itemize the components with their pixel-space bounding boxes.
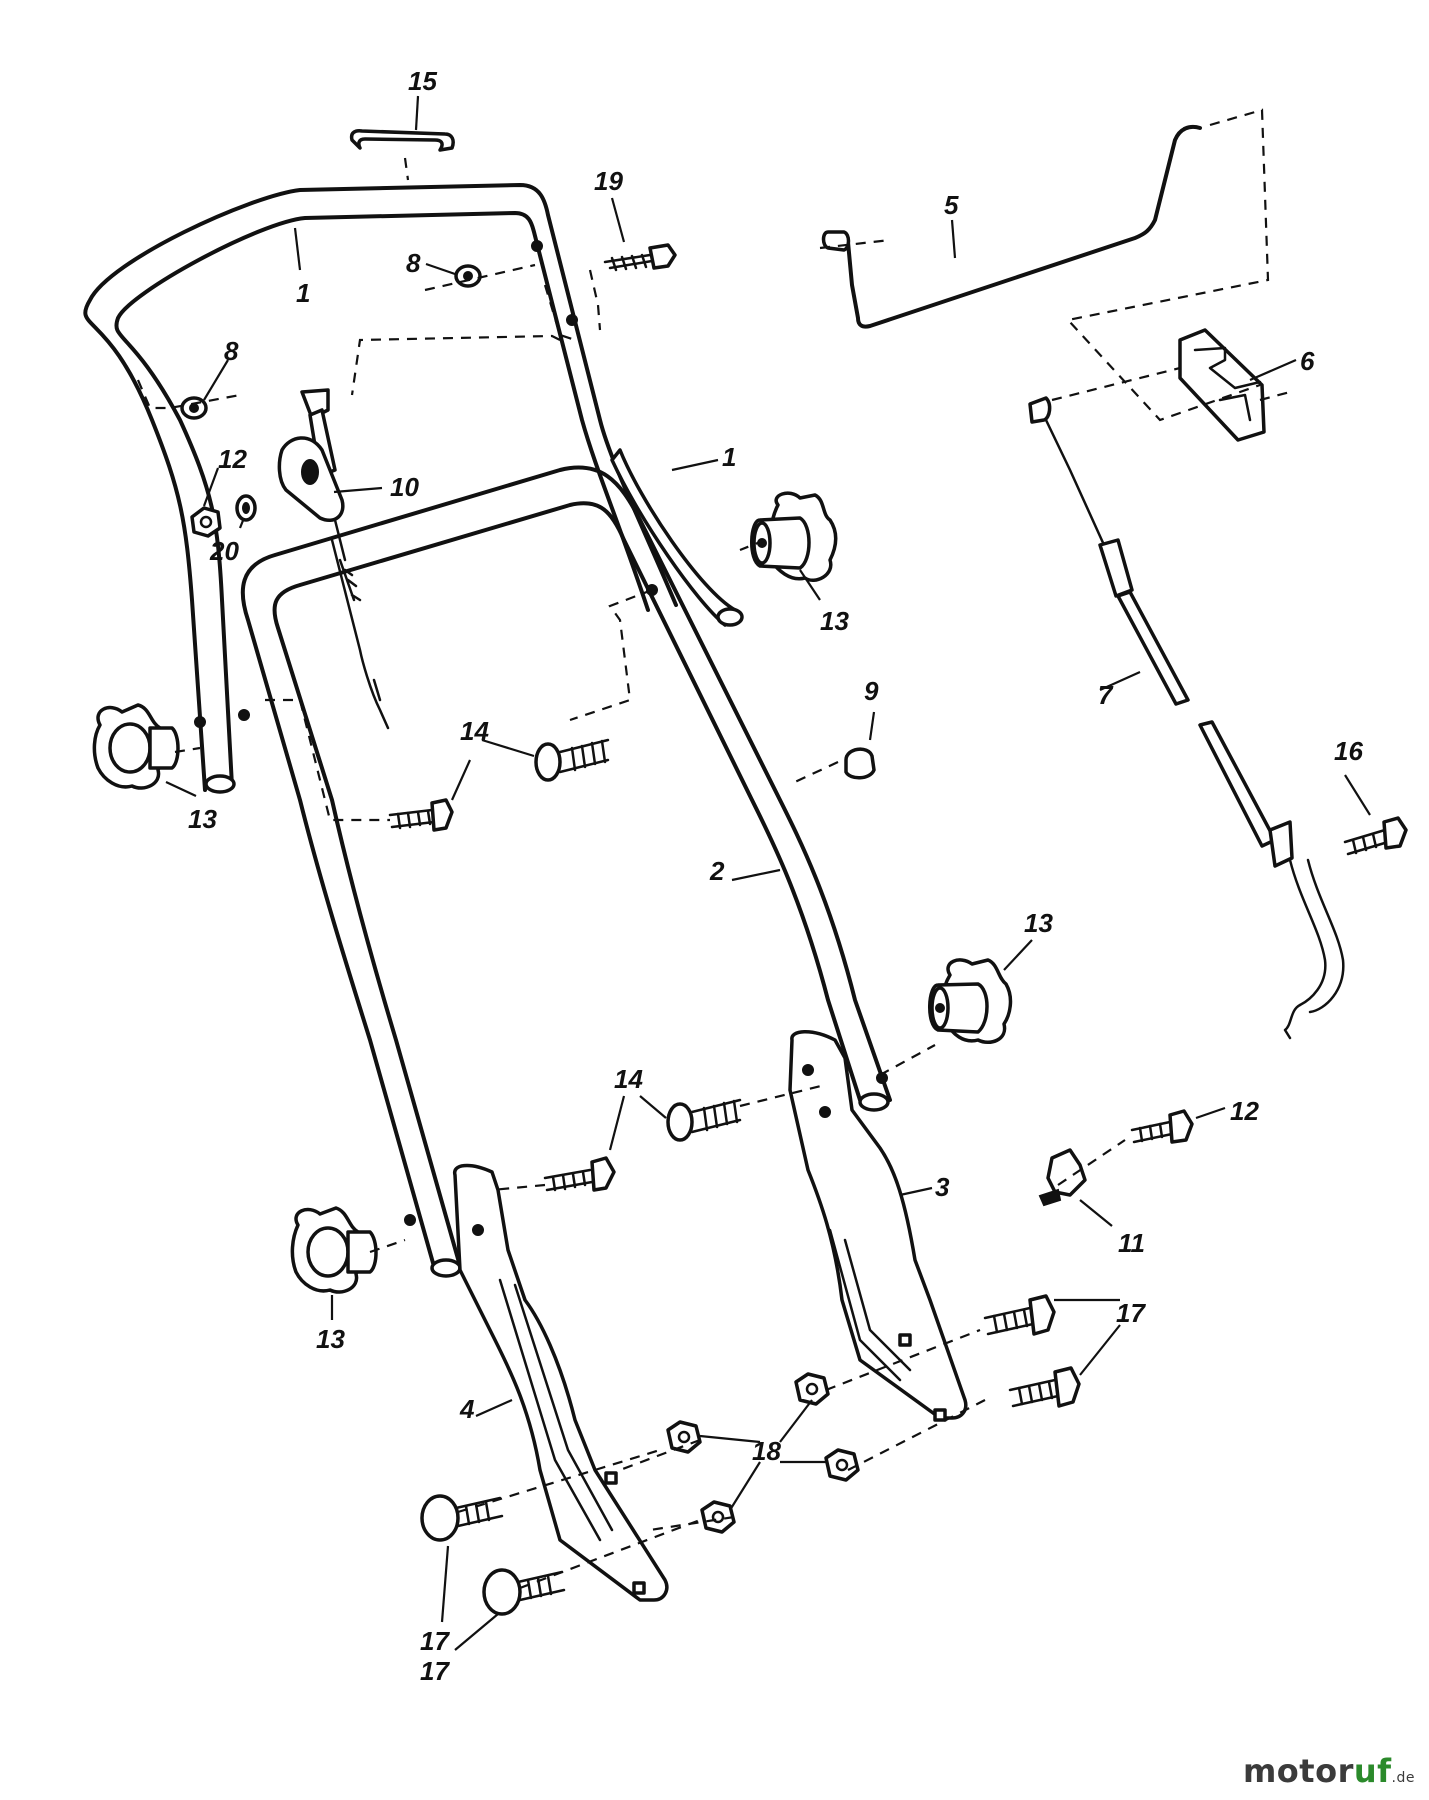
callout-14-lower: 14 <box>614 1064 643 1094</box>
bolt-part-16 <box>1343 816 1408 856</box>
bolt-part-12-right <box>1130 1109 1194 1144</box>
nut-part-18-c <box>794 1372 830 1406</box>
callout-1-upper: 1 <box>296 278 310 308</box>
nut-part-18-a <box>666 1420 702 1454</box>
carriage-bolt-part-14-upper <box>534 738 610 782</box>
bracket-part-4 <box>453 1163 669 1602</box>
nut-part-12-left <box>190 506 222 538</box>
callout-8-upper: 8 <box>406 248 421 278</box>
leader-lines <box>165 95 1371 1651</box>
knob-part-13-left <box>92 703 180 790</box>
bracket-part-6 <box>1178 328 1266 442</box>
callout-7: 7 <box>1098 680 1114 710</box>
bushing-part-8-upper <box>454 264 482 288</box>
callout-4: 4 <box>459 1394 475 1424</box>
callout-2: 2 <box>709 856 725 886</box>
callout-5: 5 <box>944 190 959 220</box>
cable-part-7 <box>1028 396 1345 1040</box>
bracket-part-3 <box>788 1030 968 1422</box>
callout-18: 18 <box>752 1436 781 1466</box>
callout-12-left: 12 <box>218 444 247 474</box>
bolt-part-17-right-upper <box>983 1294 1056 1336</box>
control-lever-part-10 <box>277 388 390 730</box>
callout-16: 16 <box>1334 736 1363 766</box>
callout-17-left-upper: 17 <box>420 1626 450 1656</box>
bolt-part-14-lower-left <box>543 1156 616 1192</box>
callout-10: 10 <box>390 472 419 502</box>
carriage-bolt-part-14-lower <box>666 1098 742 1142</box>
rod-part-5 <box>821 124 1202 329</box>
watermark-brand-part1: motor <box>1242 1752 1354 1790</box>
callout-19: 19 <box>594 166 623 196</box>
callout-3: 3 <box>935 1172 950 1202</box>
knob-part-13-upper-right <box>750 491 838 582</box>
knob-part-13-mid-right <box>928 958 1013 1045</box>
grip-part-15 <box>349 129 455 152</box>
bushing-part-8-left <box>180 396 208 420</box>
callout-20: 20 <box>209 536 239 566</box>
watermark-tld: .de <box>1391 1770 1415 1786</box>
cable-clip-part-11 <box>1038 1148 1087 1207</box>
callout-12-right: 12 <box>1230 1096 1259 1126</box>
lower-handle-part-2 <box>238 465 892 1278</box>
callout-13-upper-right: 13 <box>820 606 849 636</box>
upper-handle-part-1 <box>83 183 744 794</box>
callout-6: 6 <box>1300 346 1315 376</box>
bolt-part-17-left-upper <box>420 1494 504 1542</box>
washer-part-20 <box>235 494 257 522</box>
brand-watermark: motoruf.de <box>1243 1752 1415 1790</box>
bolt-part-19 <box>603 243 677 272</box>
callout-9: 9 <box>864 676 879 706</box>
clip-part-9 <box>844 747 876 780</box>
callout-17-left-lower: 17 <box>420 1656 450 1686</box>
callout-17-right: 17 <box>1116 1298 1146 1328</box>
bolt-part-14-left <box>388 798 454 832</box>
callout-8-left: 8 <box>224 336 239 366</box>
callout-13-lower-left: 13 <box>316 1324 345 1354</box>
callout-15: 15 <box>408 66 437 96</box>
callout-14-upper: 14 <box>460 716 489 746</box>
bolt-part-17-left-lower <box>482 1568 566 1616</box>
nut-part-18-b <box>700 1500 736 1534</box>
callout-11: 11 <box>1118 1228 1145 1258</box>
watermark-brand-part2: uf <box>1353 1752 1392 1790</box>
callout-1-right: 1 <box>722 442 736 472</box>
nut-part-18-d <box>824 1448 860 1482</box>
assembly-lines <box>136 108 1291 1590</box>
knob-part-13-lower-left <box>290 1206 378 1294</box>
bolt-part-17-right-lower <box>1008 1366 1081 1408</box>
callout-labels: 15 19 1 8 5 8 6 12 10 1 20 13 7 9 14 13 … <box>188 66 1363 1686</box>
callout-13-mid-right: 13 <box>1024 908 1053 938</box>
callout-13-left: 13 <box>188 804 217 834</box>
